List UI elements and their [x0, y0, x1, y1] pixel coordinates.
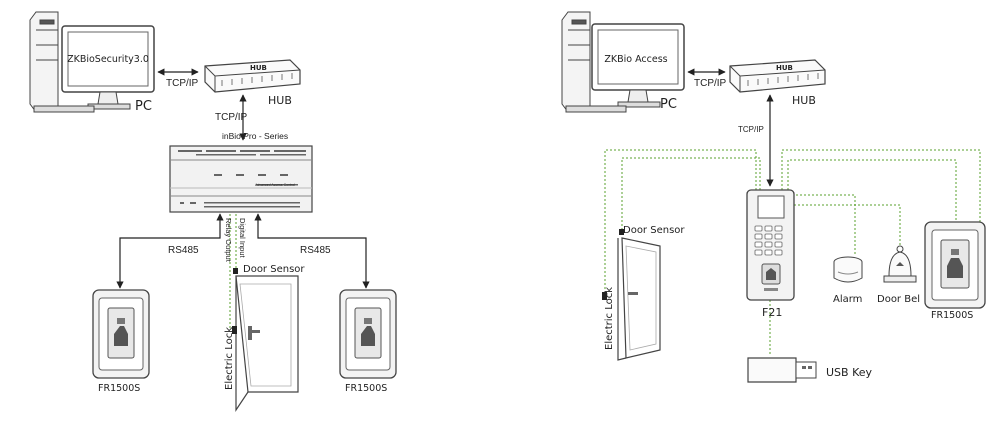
controller-title: inBio Pro - Series [222, 131, 288, 141]
door-right [602, 229, 661, 361]
reader-right-label: FR1500S [345, 383, 387, 394]
digital-input-label: Digital Input [238, 218, 247, 259]
tcpip-label-horizontal-right: TCP/IP [694, 78, 727, 89]
f21-terminal [746, 189, 795, 301]
pc-label-right: PC [660, 97, 677, 112]
rs485-label-right: RS485 [300, 245, 331, 256]
rs485-label-left: RS485 [168, 245, 199, 256]
tcpip-label-vertical-right: TCP/IP [738, 125, 764, 134]
tcpip-label-vertical: TCP/IP [215, 112, 248, 123]
door [232, 268, 299, 412]
fingerprint-reader-left [92, 289, 150, 379]
hub-brand-text-right: HUB [776, 64, 793, 72]
alarm-siren [833, 256, 863, 283]
f21-label: F21 [762, 306, 782, 319]
alarm-label: Alarm [833, 294, 862, 305]
fingerprint-reader-f21 [924, 221, 986, 309]
rs485-link-left [116, 213, 224, 289]
electric-lock-box [232, 326, 237, 334]
door-sensor-label-right: Door Sensor [623, 225, 685, 236]
door-bell [883, 245, 917, 283]
left-diagram: ZKBioSecurity3.0 PC TCP/IP HUB HUB TCP/I… [29, 11, 397, 412]
door-sensor-label: Door Sensor [243, 264, 305, 275]
tcpip-label-horizontal: TCP/IP [166, 78, 199, 89]
fingerprint-reader-right [339, 289, 397, 379]
reader-left-label: FR1500S [98, 383, 140, 394]
pc-screen-text: ZKBioSecurity3.0 [67, 54, 149, 65]
hub-device-right [729, 59, 826, 93]
hub-label: HUB [268, 94, 292, 107]
usb-key-label: USB Key [826, 366, 873, 379]
pc-monitor-right [565, 23, 685, 113]
hub-brand-text: HUB [250, 64, 267, 72]
green-wires [604, 149, 981, 356]
pc-tower [29, 11, 59, 113]
pc-tower-right [561, 11, 591, 113]
right-diagram: ZKBio Access PC TCP/IP HUB HUB TCP/IP [561, 11, 986, 383]
hub-device [204, 59, 301, 93]
hub-label-right: HUB [792, 94, 816, 107]
pc-label: PC [135, 99, 152, 114]
pc-screen-text-right: ZKBio Access [604, 54, 667, 65]
electric-lock-box-right [602, 292, 607, 300]
rs485-link-right [254, 213, 370, 289]
controller-device [169, 145, 313, 213]
reader-f21-label: FR1500S [931, 310, 973, 321]
door-bell-label: Door Bel [877, 294, 920, 305]
pc-monitor [33, 25, 155, 113]
door-sensor-box [233, 268, 238, 274]
door-sensor-box-right [619, 229, 624, 235]
relay-output-label: Relay Output [224, 218, 233, 263]
electric-lock-label-right: Electric Lock [604, 287, 615, 350]
usb-key [747, 357, 817, 383]
electric-lock-label: Electric Lock [224, 327, 235, 390]
controller-caption: Advanced Access Control [255, 183, 295, 187]
